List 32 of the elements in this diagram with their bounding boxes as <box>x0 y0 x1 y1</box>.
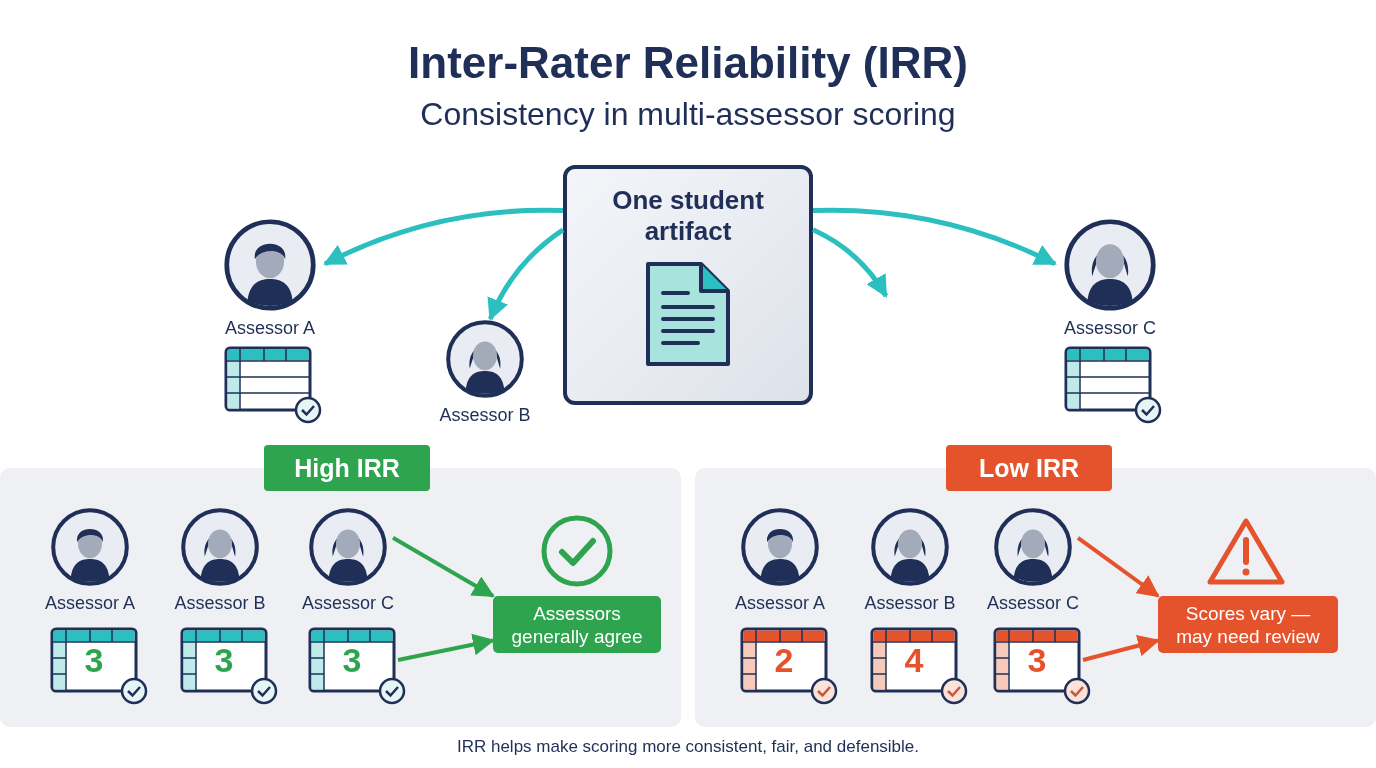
arrow <box>1082 634 1160 662</box>
score-number: 3 <box>341 641 363 680</box>
caption: IRR helps make scoring more consistent, fair, and defensible. <box>455 737 921 757</box>
score-number: 3 <box>1026 641 1048 680</box>
heading-badge: High IRR <box>264 445 430 491</box>
assessor-name: Assessor A <box>223 318 316 339</box>
artifact-card <box>563 165 813 405</box>
assessor-name: Assessor B <box>173 593 267 614</box>
card-title: One student artifact <box>611 185 765 247</box>
arrow <box>1076 536 1160 598</box>
diagram-title: Inter-Rater Reliability (IRR) <box>407 38 969 88</box>
arrow <box>323 207 564 267</box>
subtitle: Consistency in multi-assessor scoring <box>419 96 957 133</box>
assessor-name: Assessor C <box>986 593 1080 614</box>
score-number: 3 <box>83 641 105 680</box>
score-number: 2 <box>773 641 795 680</box>
assessor-name: Assessor B <box>438 405 532 426</box>
arrow <box>811 227 889 298</box>
assessor-name: Assessor C <box>1063 318 1157 339</box>
arrow <box>488 227 565 321</box>
score-number: 3 <box>213 641 235 680</box>
result-box: Assessors generally agree <box>493 596 661 653</box>
score-number: 4 <box>903 641 925 680</box>
arrow <box>397 633 495 662</box>
assessor-name: Assessor A <box>733 593 826 614</box>
assessor-name: Assessor B <box>863 593 957 614</box>
arrow <box>392 536 495 598</box>
result-box: Scores vary — may need review <box>1158 596 1338 653</box>
assessor-name: Assessor A <box>43 593 136 614</box>
arrow <box>812 207 1057 267</box>
heading-badge: Low IRR <box>946 445 1112 491</box>
assessor-name: Assessor C <box>301 593 395 614</box>
